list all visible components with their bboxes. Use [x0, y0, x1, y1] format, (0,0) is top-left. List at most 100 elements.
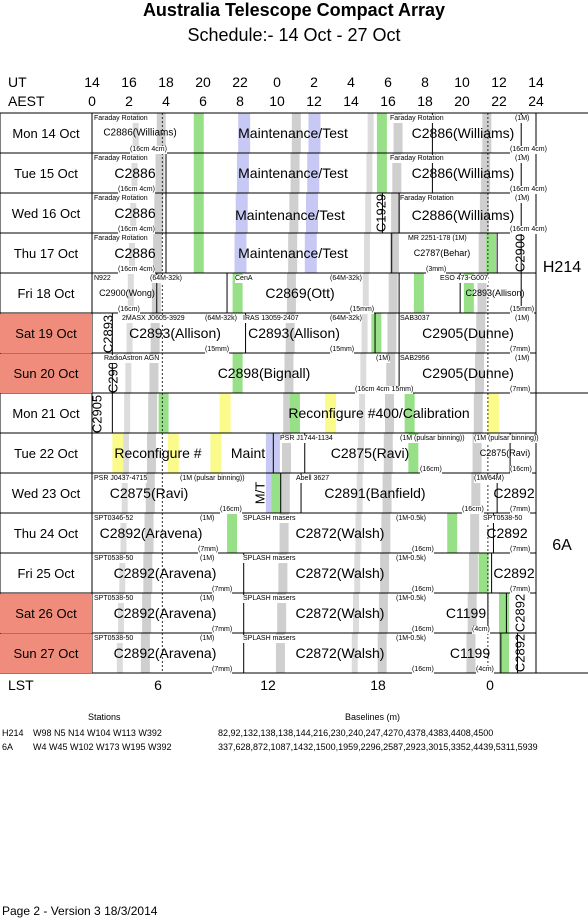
- twilight-shading: [131, 153, 138, 193]
- project-code-vertical: C2892: [512, 633, 528, 673]
- night-shading: [156, 113, 166, 153]
- project-title-label: Maintenance/Test: [238, 125, 348, 141]
- twilight-shading: [361, 313, 368, 353]
- night-shading: [279, 513, 289, 553]
- project-detail-label: (16cm 4cm): [130, 146, 167, 154]
- project-detail-label: IRAS 13059-2407: [243, 315, 299, 323]
- ut-axis-label: UT: [8, 74, 27, 90]
- project-code-vertical: C2892: [512, 593, 528, 633]
- sunlight-shading: [232, 273, 243, 313]
- project-detail-label: (1M): [515, 155, 530, 163]
- project-detail-label: (16cm): [420, 466, 442, 474]
- project-detail-label: (1M-0.5k): [396, 635, 426, 643]
- night-shading: [471, 473, 481, 513]
- twilight-shading: [365, 193, 372, 233]
- array-config-label: 6A: [552, 537, 572, 554]
- project-title-label: Maintenance/Test: [238, 245, 348, 261]
- project-detail-label: Faraday Rotation: [94, 235, 148, 243]
- reconfig-shading: [210, 433, 222, 473]
- project-detail-label: Faraday Rotation: [94, 115, 148, 123]
- day-label: Mon 14 Oct: [12, 126, 80, 141]
- project-detail-label: (1M): [200, 595, 215, 603]
- project-detail-label: (1M): [376, 355, 391, 363]
- project-detail-label: (7mm): [510, 506, 531, 514]
- night-shading: [283, 393, 293, 433]
- sunlight-shading: [376, 113, 387, 153]
- lst-tick: 0: [486, 677, 494, 693]
- maintenance-shading: [236, 153, 249, 193]
- aest-tick: 2: [125, 93, 133, 109]
- night-shading: [140, 633, 150, 673]
- project-detail-label: N922: [94, 275, 111, 283]
- project-title-label: C2892: [486, 525, 528, 541]
- maintenance-shading: [304, 233, 317, 273]
- project-title-label: C1199: [445, 605, 487, 621]
- sunlight-shading: [376, 153, 387, 193]
- project-title-label: C2892: [493, 565, 535, 581]
- ut-tick: 8: [421, 74, 429, 90]
- aest-tick: 12: [306, 93, 322, 109]
- project-detail-label: SAB2956: [400, 355, 430, 363]
- project-title-label: C2875(Ravi): [109, 485, 189, 501]
- twilight-shading: [363, 233, 370, 273]
- project-title-label: C2886: [114, 245, 156, 261]
- twilight-shading: [125, 353, 132, 393]
- project-detail-label: (7mm): [212, 666, 233, 674]
- project-title-label: C2875(Ravi): [330, 445, 410, 461]
- project-title-label: Reconfigure #: [114, 445, 202, 461]
- maintenance-shading: [307, 153, 320, 193]
- day-label: Wed 16 Oct: [11, 206, 81, 221]
- project-detail-label: (1M-0.5k): [396, 555, 426, 563]
- night-shading: [382, 473, 392, 513]
- project-detail-label: (1M): [515, 115, 530, 123]
- project-detail-label: SPLASH masers: [243, 635, 296, 643]
- sunlight-shading: [158, 393, 169, 433]
- page-subtitle: Schedule:- 14 Oct - 27 Oct: [187, 25, 401, 45]
- night-shading: [290, 153, 300, 193]
- night-shading: [278, 553, 288, 593]
- aest-tick: 0: [88, 93, 96, 109]
- aest-tick: 4: [162, 93, 170, 109]
- night-shading: [149, 353, 159, 393]
- lst-tick: 6: [154, 677, 162, 693]
- maintenance-shading: [238, 113, 251, 153]
- project-detail-label: (15mm): [205, 346, 230, 354]
- reconfig-shading: [167, 433, 179, 473]
- night-shading: [383, 433, 393, 473]
- project-detail-label: RadioAstron AGN: [104, 355, 160, 363]
- project-detail-label: (7mm): [212, 626, 233, 634]
- aest-tick: 22: [491, 93, 507, 109]
- project-code-vertical: C1929: [373, 193, 389, 233]
- day-label: Thu 17 Oct: [13, 246, 79, 261]
- twilight-shading: [357, 433, 364, 473]
- night-shading: [286, 273, 296, 313]
- twilight-shading: [366, 153, 373, 193]
- project-title-label: C2886(Williams): [411, 125, 515, 141]
- version-note: Page 2 - Version 3 18/3/2014: [2, 904, 158, 918]
- twilight-shading: [360, 353, 367, 393]
- twilight-shading: [362, 273, 369, 313]
- h214-baselines: 82,92,132,138,138,144,216,230,240,247,42…: [218, 728, 494, 738]
- project-title-label: C2905(Dunne): [422, 365, 514, 381]
- project-title-label: C2905(Dunne): [422, 325, 514, 341]
- ut-tick: 18: [158, 74, 174, 90]
- twilight-shading: [367, 113, 374, 153]
- aest-tick: 14: [343, 93, 359, 109]
- aest-tick: 10: [269, 93, 285, 109]
- night-shading: [145, 473, 155, 513]
- night-shading: [280, 473, 290, 513]
- sunlight-shading: [404, 393, 415, 433]
- project-detail-label: SPLASH masers: [243, 515, 296, 523]
- project-title-label: C2898(Bignall): [217, 365, 311, 381]
- project-detail-label: (3mm): [426, 266, 447, 274]
- project-title-label: C2893(Allison): [129, 325, 221, 341]
- sunlight-shading: [193, 113, 204, 153]
- twilight-shading: [359, 393, 366, 433]
- twilight-shading: [119, 553, 126, 593]
- project-detail-label: (64M-32k): [330, 315, 362, 323]
- project-detail-label: SPT0538-50: [94, 635, 134, 643]
- project-title-label: C2787(Behar): [413, 248, 471, 258]
- sunlight-shading: [463, 273, 474, 313]
- night-shading: [288, 233, 298, 273]
- project-detail-label: ESO 473-G007: [440, 275, 488, 283]
